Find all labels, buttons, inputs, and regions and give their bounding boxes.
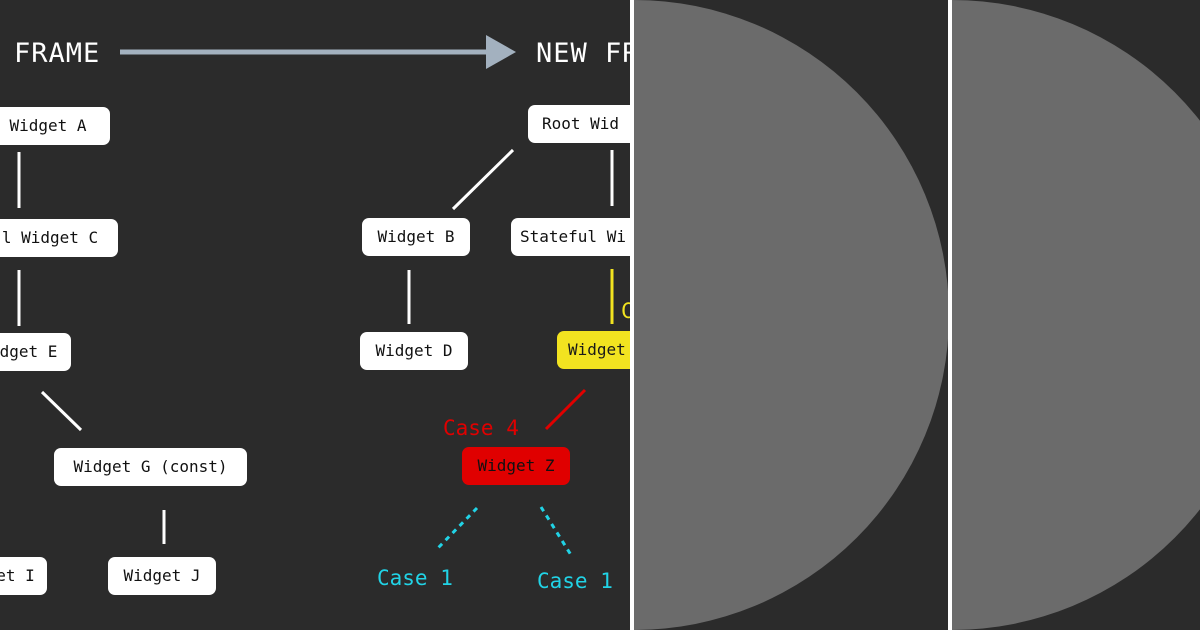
- case-1-label-right: Case 1: [537, 569, 613, 593]
- node-widget-z: Widget Z: [462, 447, 570, 485]
- edge-e-g: [40, 390, 83, 432]
- case-1-label-left: Case 1: [377, 566, 453, 590]
- node-root-widget: Root Wid: [528, 105, 648, 143]
- overlay-panel-1: [634, 0, 952, 630]
- node-stateful-widget: Stateful Wi: [511, 218, 648, 256]
- overlay-panel-2: [952, 0, 1200, 630]
- case-4-label: Case 4: [443, 416, 519, 440]
- edge-z-case1-right: [539, 506, 573, 556]
- node-widget-i: et I: [0, 557, 47, 595]
- node-widget-d: Widget D: [360, 332, 468, 370]
- new-frame-heading: NEW FR: [536, 38, 630, 69]
- node-widget-b: Widget B: [362, 218, 470, 256]
- edge-layer: [17, 35, 614, 556]
- frame-transition-arrow-head: [486, 35, 516, 69]
- half-circle-shape: [634, 0, 949, 630]
- node-widget-g-const: Widget G (const): [54, 448, 247, 486]
- previous-frame-heading: FRAME: [14, 38, 101, 69]
- edge-root-b: [451, 148, 515, 211]
- node-stateful-widget-c: l Widget C: [0, 219, 118, 257]
- node-widget-j: Widget J: [108, 557, 216, 595]
- node-widget-e: dget E: [0, 333, 71, 371]
- panel-divider-1: [630, 0, 634, 630]
- edge-z-case1-left: [436, 506, 479, 550]
- half-circle-shape: [952, 0, 1200, 630]
- edge-widget-z-alert: [544, 388, 587, 431]
- panel-divider-2: [948, 0, 952, 630]
- node-widget-a: Widget A: [0, 107, 110, 145]
